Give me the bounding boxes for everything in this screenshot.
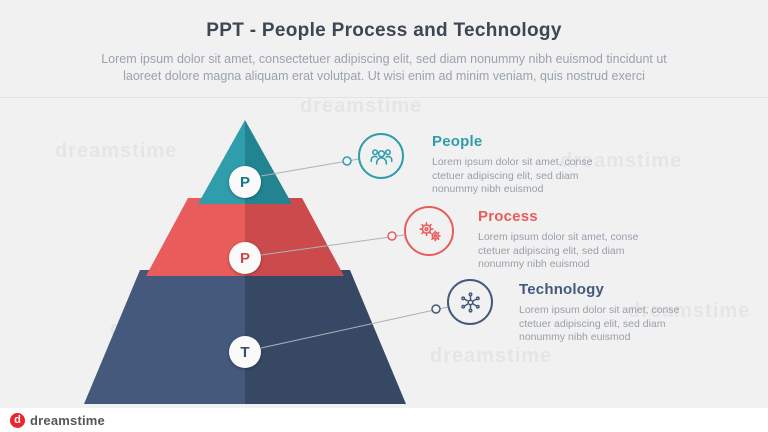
item-title-process: Process [478, 208, 538, 225]
desc-line: Lorem ipsum dolor sit amet, conse [432, 156, 593, 168]
pyramid-level-process-shape [146, 198, 344, 276]
desc-line: nonummy nibh euismod [432, 183, 544, 195]
dreamstime-logo-icon: d [10, 412, 25, 428]
desc-line: ctetuer adipiscing elit, sed diam [432, 169, 579, 182]
page-title: PPT - People Process and Technology [206, 20, 562, 41]
pyramid-level-1-badge: P [229, 166, 261, 198]
page-subtitle: Lorem ipsum dolor sit amet, consectetuer… [0, 51, 768, 85]
pyramid-level-technology-shape [84, 270, 406, 404]
pyramid-level-3-badge: T [229, 336, 261, 368]
desc-line: ctetuer adipiscing elit, sed diam [519, 317, 666, 330]
pyramid-level-2-badge: P [229, 242, 261, 274]
network-circuit-icon [447, 279, 493, 325]
item-desc-people: Lorem ipsum dolor sit amet, conse ctetue… [432, 156, 592, 197]
desc-line: ctetuer adipiscing elit, sed diam [478, 244, 625, 257]
subtitle-line-2: laoreet dolore magna aliquam erat volutp… [123, 69, 645, 83]
item-desc-process: Lorem ipsum dolor sit amet, conse ctetue… [478, 231, 638, 272]
subtitle-line-1: Lorem ipsum dolor sit amet, consectetuer… [101, 52, 667, 66]
item-desc-technology: Lorem ipsum dolor sit amet, conse ctetue… [519, 304, 679, 345]
desc-line: Lorem ipsum dolor sit amet, conse [519, 304, 680, 316]
gears-icon [404, 206, 454, 256]
desc-line: nonummy nibh euismod [478, 258, 590, 270]
desc-line: nonummy nibh euismod [519, 331, 631, 343]
watermark-footer: d dreamstime [0, 408, 768, 432]
item-title-people: People [432, 133, 483, 150]
dreamstime-wordmark: dreamstime [30, 412, 105, 428]
item-title-technology: Technology [519, 281, 605, 298]
watermark-grid-line [0, 97, 768, 98]
connector-dots [342, 156, 441, 314]
desc-line: Lorem ipsum dolor sit amet, conse [478, 231, 639, 243]
people-group-icon [358, 133, 404, 179]
